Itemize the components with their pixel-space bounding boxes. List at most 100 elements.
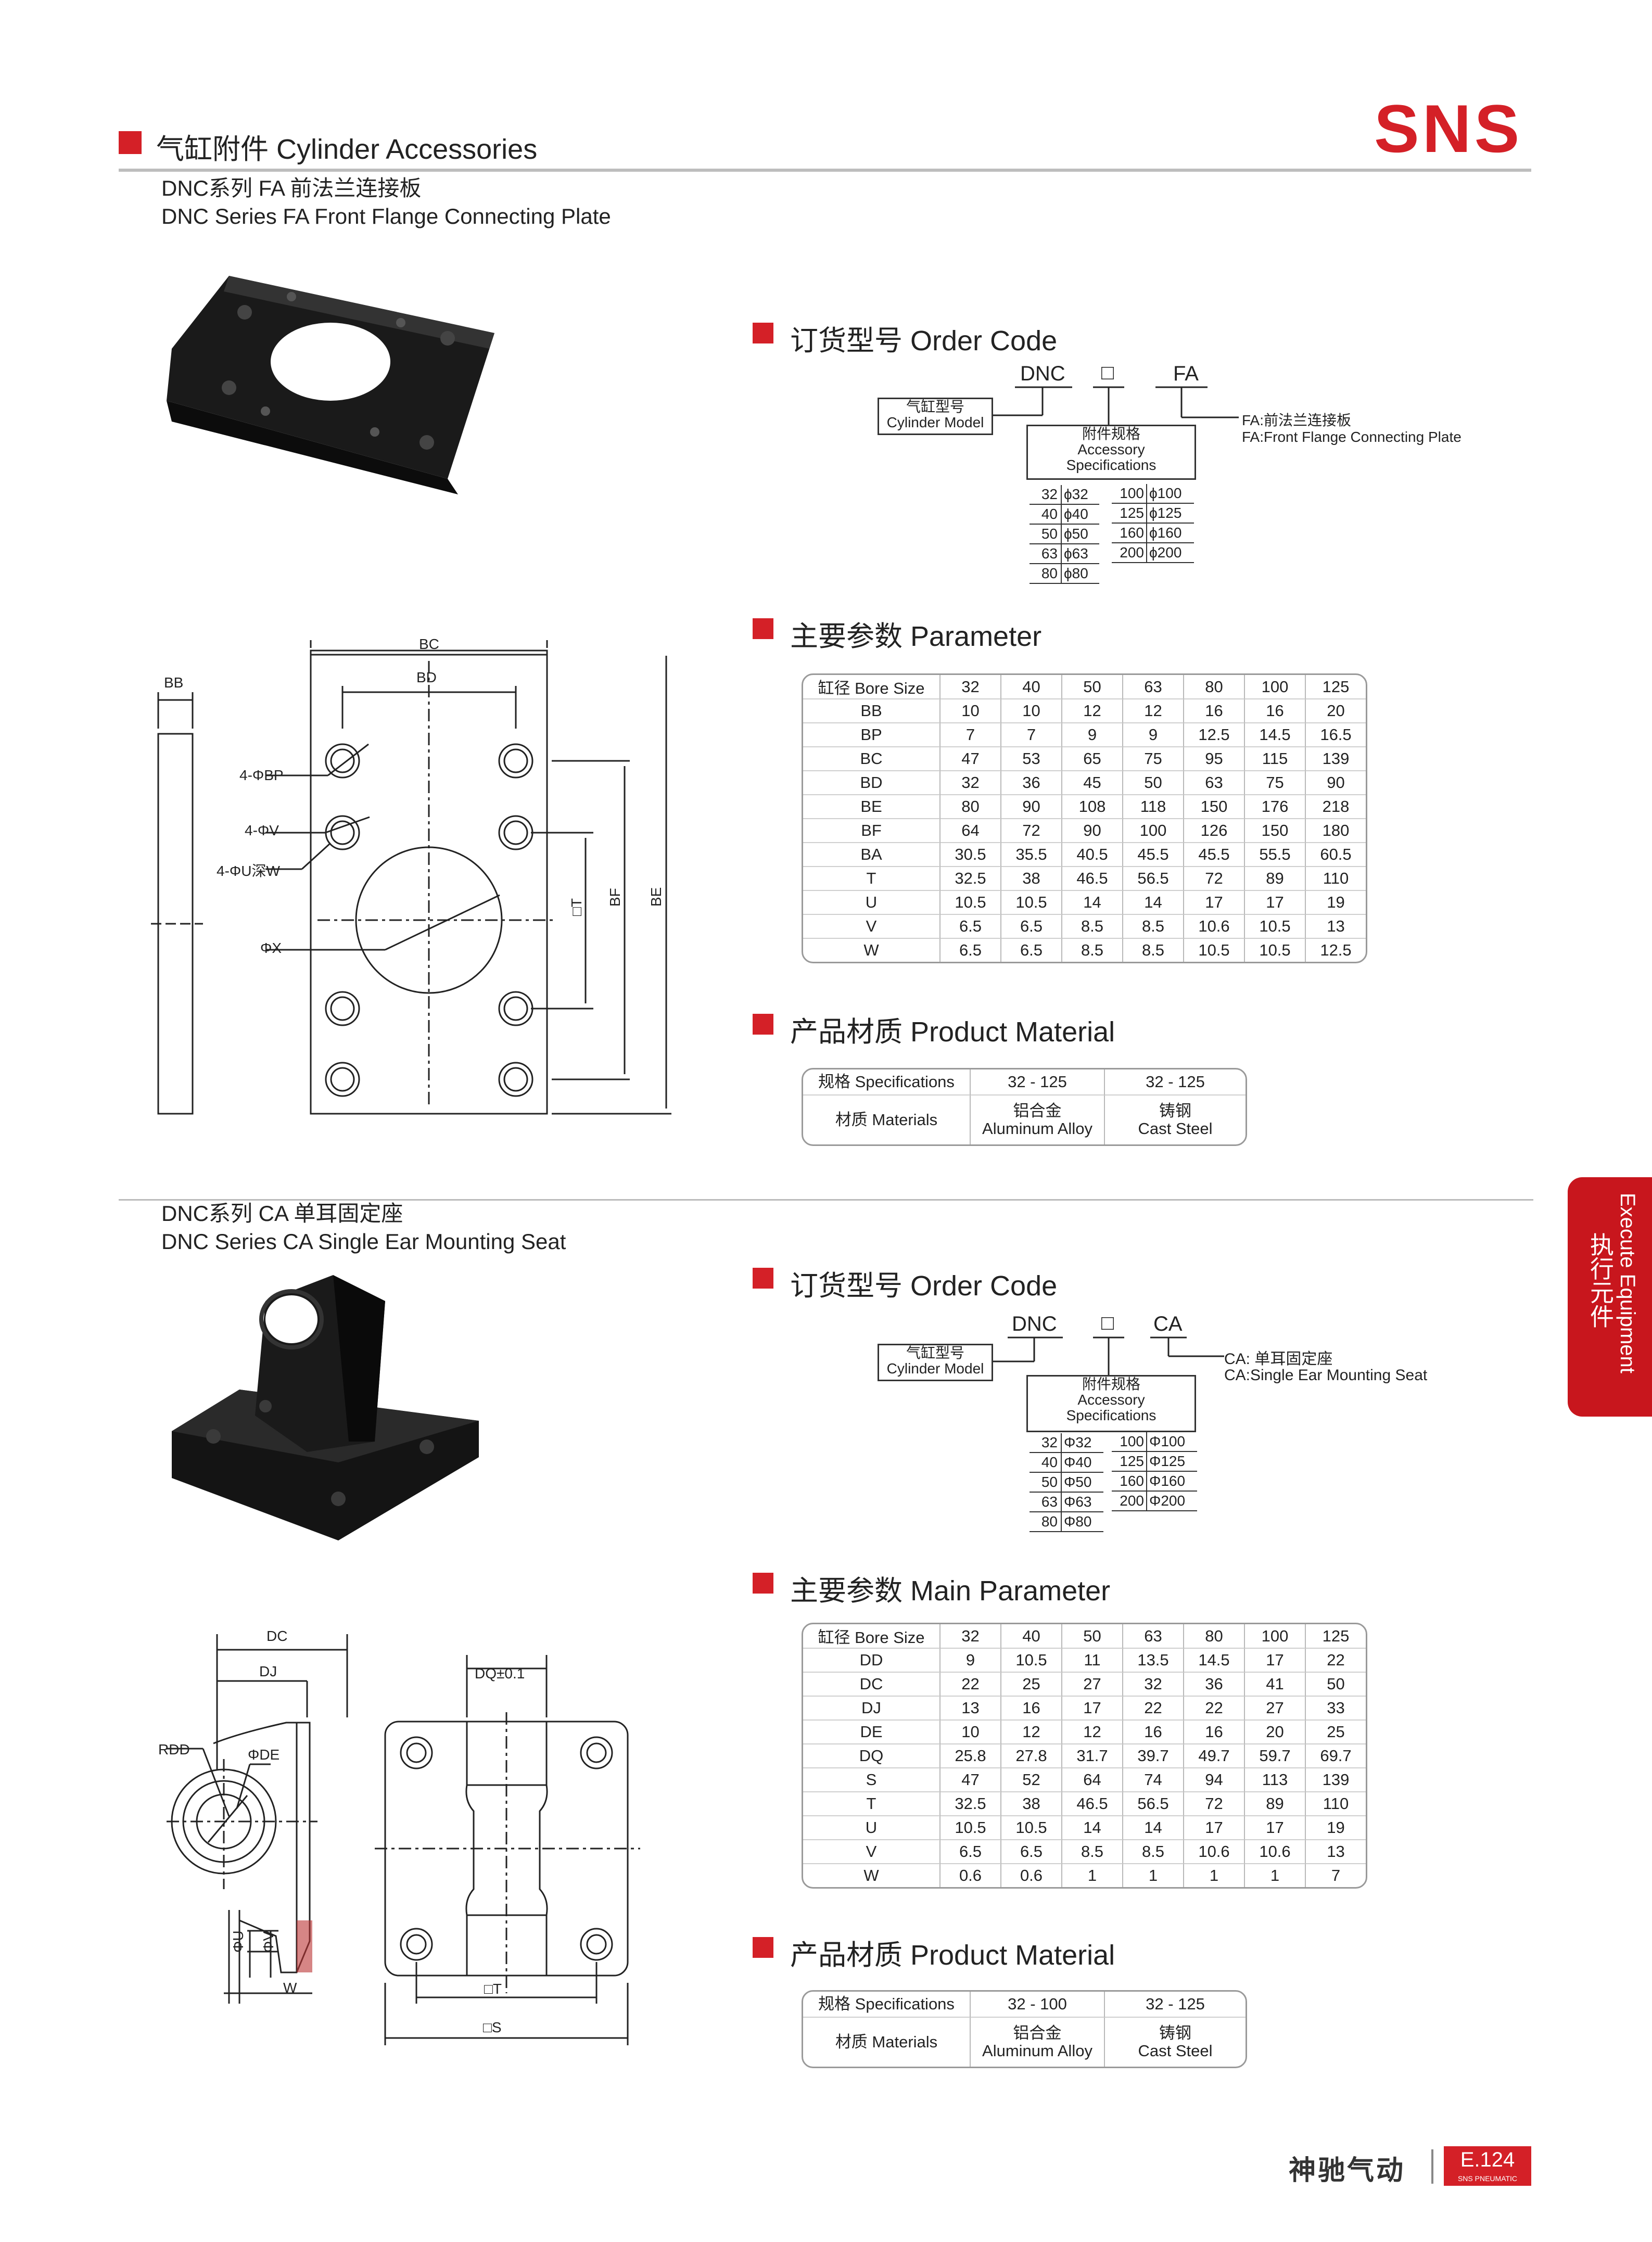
table-cell: 6.5 [1001, 939, 1062, 962]
table-cell: 10.5 [1001, 1816, 1062, 1840]
row-label: U [803, 1816, 941, 1840]
table-cell: 27 [1245, 1697, 1306, 1721]
footer-sub: SNS PNEUMATIC [1457, 2174, 1518, 2183]
column-header: 50 [1062, 675, 1123, 699]
table-cell: 9 [941, 1649, 1001, 1673]
row-label: V [803, 915, 941, 939]
table-cell: 139 [1306, 1768, 1366, 1792]
ca-ordercode-heading: 订货型号 Order Code [790, 1270, 1058, 1302]
table-cell: 13 [1306, 1840, 1366, 1864]
table-cell: 1 [1184, 1864, 1245, 1887]
footer-divider [1431, 2149, 1433, 2184]
table-cell: 27 [1062, 1673, 1123, 1697]
table-cell: 1 [1245, 1864, 1306, 1887]
table-cell: 64 [941, 819, 1001, 843]
table-cell: 16 [1245, 699, 1306, 723]
table-cell: 38 [1001, 1792, 1062, 1816]
table-cell: 9 [1123, 723, 1184, 747]
table-cell: 74 [1123, 1768, 1184, 1792]
table-cell: 25 [1001, 1673, 1062, 1697]
fa-dim-x: ΦX [260, 940, 282, 956]
table-cell: 6.5 [941, 939, 1001, 962]
table-cell: 22 [1306, 1649, 1366, 1673]
ca-oc-cylinder-model-box: 气缸型号 Cylinder Model [878, 1344, 993, 1381]
fa-parameter-marker [753, 618, 773, 639]
column-header: 32 [941, 1624, 1001, 1649]
table-cell: 12.5 [1320, 941, 1352, 959]
table-cell: 89 [1245, 1792, 1306, 1816]
ca-material-heading: 产品材质 Product Material [790, 1940, 1115, 1971]
table-cell: 47 [941, 747, 1001, 771]
column-header: 缸径 Bore Size [803, 1624, 941, 1649]
brand-logo: SNS [1374, 91, 1523, 167]
ca-oc-prefix: DNC [1012, 1313, 1057, 1335]
table-cell: 40.5 [1062, 843, 1123, 867]
table-cell: 32 [1123, 1673, 1184, 1697]
table-cell: 13 [941, 1697, 1001, 1721]
footer-page: E.124 [1460, 2148, 1515, 2171]
table-cell: 14 [1062, 891, 1123, 915]
table-cell: 150 [1184, 795, 1245, 819]
row-label: V [803, 1840, 941, 1864]
section-marker [119, 131, 142, 154]
table-cell: 64 [1062, 1768, 1123, 1792]
fa-dim-bb: BB [164, 674, 184, 691]
table-cell: 150 [1245, 819, 1306, 843]
column-header: 缸径 Bore Size [803, 675, 941, 699]
table-cell: 14 [1123, 891, 1184, 915]
row-label: BP [803, 723, 941, 747]
ca-dim-rdd: RDD [158, 1741, 190, 1757]
fa-oc-suffix-desc-en: FA:Front Flange Connecting Plate [1242, 429, 1462, 445]
ca-oc-spec-box: 附件规格 Accessory Specifications [1026, 1375, 1196, 1432]
fa-material-heading: 产品材质 Product Material [790, 1016, 1115, 1048]
column-header: 63 [1123, 675, 1184, 699]
ca-ordercode-marker [753, 1268, 773, 1289]
col2-range: 32 - 125 [1105, 1992, 1246, 2018]
table-cell: 12 [1001, 1721, 1062, 1744]
table-cell: 0.6 [941, 1864, 1001, 1887]
fa-parameter-heading: 主要参数 Parameter [790, 621, 1042, 652]
table-cell: 39.7 [1123, 1744, 1184, 1768]
ca-oc-suffix-desc-cn: CA: 单耳固定座 [1224, 1351, 1333, 1368]
ca-dim-s: □S [483, 2019, 502, 2035]
table-cell: 12 [1123, 699, 1184, 723]
table-cell: 25 [1306, 1721, 1366, 1744]
fa-oc-lines [992, 386, 1239, 425]
table-cell: 10.5 [1001, 1649, 1062, 1673]
table-cell: 47 [941, 1768, 1001, 1792]
table-cell: 50 [1123, 771, 1184, 795]
table-cell: 36 [1001, 771, 1062, 795]
fa-oc-cylinder-model-box: 气缸型号 Cylinder Model [878, 398, 993, 435]
fa-material-marker [753, 1014, 773, 1035]
ca-parameter-marker [753, 1573, 773, 1594]
table-cell: 16 [1184, 1721, 1245, 1744]
table-cell: 25.8 [941, 1744, 1001, 1768]
side-tab-execute-equipment[interactable]: Execute Equipment 执行元件 [1568, 1177, 1652, 1417]
ca-oc-suffix: CA [1153, 1313, 1183, 1335]
table-cell: 113 [1245, 1768, 1306, 1792]
table-cell: 17 [1184, 1816, 1245, 1840]
table-cell: 14 [1123, 1816, 1184, 1840]
table-cell: 12 [1062, 1721, 1123, 1744]
table-cell: 7 [1001, 723, 1062, 747]
row-label: T [803, 1792, 941, 1816]
materials-label: 材质 Materials [803, 1095, 971, 1144]
column-header: 100 [1245, 675, 1306, 699]
row-label: BA [803, 843, 941, 867]
